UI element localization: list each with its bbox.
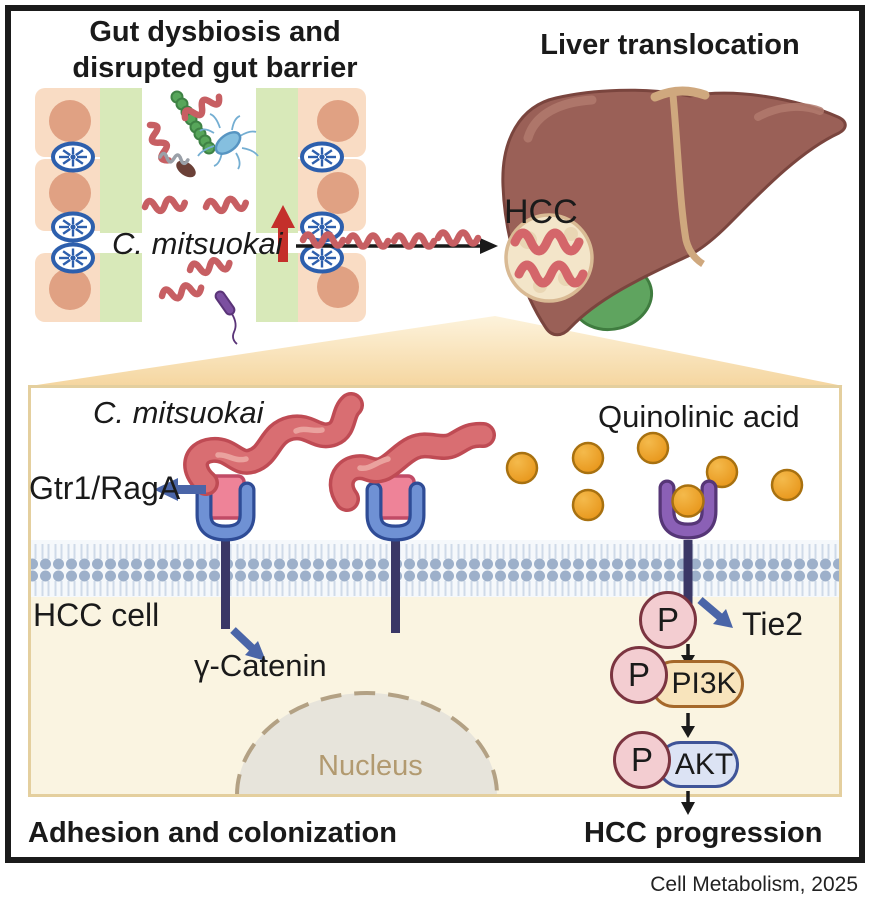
quinolinic-acid-molecule bbox=[671, 484, 705, 518]
panel-border bbox=[28, 385, 842, 797]
quinolinic-acid-molecule bbox=[705, 455, 739, 489]
gamma-catenin-label: γ-Catenin bbox=[194, 648, 327, 683]
barrier-breach-arrow bbox=[271, 205, 295, 262]
hcc-label: HCC bbox=[504, 193, 578, 231]
tight-junction-icon bbox=[51, 211, 95, 243]
gtr1-raga-receptor-icon bbox=[365, 474, 426, 542]
phospho-badge-label: P bbox=[627, 656, 650, 693]
cascade-arrow-2 bbox=[681, 713, 695, 738]
quinolinic-acid-molecules bbox=[505, 431, 804, 522]
gtr1-raga-label: Gtr1/RagA bbox=[29, 470, 181, 506]
c-mitsuokai-bacterium-icon bbox=[328, 421, 496, 512]
adhesion-label: Adhesion and colonization bbox=[28, 817, 397, 849]
hcc-progression-label: HCC progression bbox=[584, 817, 823, 849]
quinolinic-acid-molecule bbox=[770, 468, 804, 502]
tie2-label: Tie2 bbox=[742, 606, 804, 642]
hcc-cell-label: HCC cell bbox=[33, 597, 160, 633]
gut-title-line2: disrupted gut barrier bbox=[72, 52, 358, 84]
phospho-badge-label: P bbox=[630, 741, 653, 778]
pi3k-pill-label: PI3K bbox=[671, 667, 737, 700]
tie2-receptor-icon bbox=[658, 479, 718, 540]
gut-title-line1: Gut dysbiosis and bbox=[89, 16, 341, 48]
squiggle-bacterium-icon bbox=[144, 197, 185, 212]
zoom-funnel bbox=[30, 316, 843, 386]
squiggle-bacterium-icon bbox=[161, 282, 202, 301]
gamma-catenin-arrow bbox=[230, 627, 266, 661]
c-mitsuokai-bacterium-icon bbox=[183, 392, 364, 496]
akt-pill: AKT bbox=[657, 741, 739, 788]
tight-junction-icon bbox=[51, 242, 95, 274]
nucleus-shape bbox=[235, 691, 499, 796]
nucleus-label: Nucleus bbox=[318, 750, 423, 782]
bean-bacterium-icon bbox=[176, 160, 196, 178]
gut-title: Gut dysbiosis and disrupted gut barrier bbox=[40, 14, 390, 86]
citation: Cell Metabolism, 2025 bbox=[650, 873, 858, 896]
phospho-badge: P bbox=[610, 646, 668, 704]
gtr1-raga-arrow bbox=[154, 478, 206, 501]
mucus-layer-left bbox=[100, 88, 142, 322]
quinolinic-acid-molecule bbox=[505, 451, 539, 485]
cell-membrane bbox=[31, 540, 839, 597]
phospho-badge: P bbox=[639, 591, 697, 649]
flagellated-bacterium-icon bbox=[197, 113, 259, 170]
tight-junction-icon bbox=[300, 242, 344, 274]
akt-pill-label: AKT bbox=[674, 747, 734, 781]
c-mitsuokai-gut-label: C. mitsuokai bbox=[112, 226, 283, 261]
quinolinic-acid-molecule bbox=[571, 488, 605, 522]
quinolinic-acid-molecule bbox=[636, 431, 670, 465]
cascade-arrow-3 bbox=[681, 791, 695, 815]
squiggle-bacterium-icon bbox=[205, 197, 246, 212]
tight-junction-icon bbox=[300, 141, 344, 173]
c-mitsuokai-panel-label: C. mitsuokai bbox=[93, 395, 264, 430]
tie2-arrow bbox=[697, 596, 733, 628]
liver-title: Liver translocation bbox=[540, 29, 800, 61]
quinolinic-acid-molecule bbox=[571, 441, 605, 475]
mucus-layer-right bbox=[256, 88, 298, 322]
hcc-tumor-icon bbox=[504, 213, 594, 303]
phospho-badge-label: P bbox=[656, 601, 679, 638]
gray-squiggle-bacterium-icon bbox=[158, 151, 190, 166]
quinolinic-acid-label: Quinolinic acid bbox=[598, 399, 800, 434]
tight-junction-icon bbox=[51, 141, 95, 173]
phospho-badge: P bbox=[613, 731, 671, 789]
rod-bacterium-icon bbox=[214, 290, 238, 345]
